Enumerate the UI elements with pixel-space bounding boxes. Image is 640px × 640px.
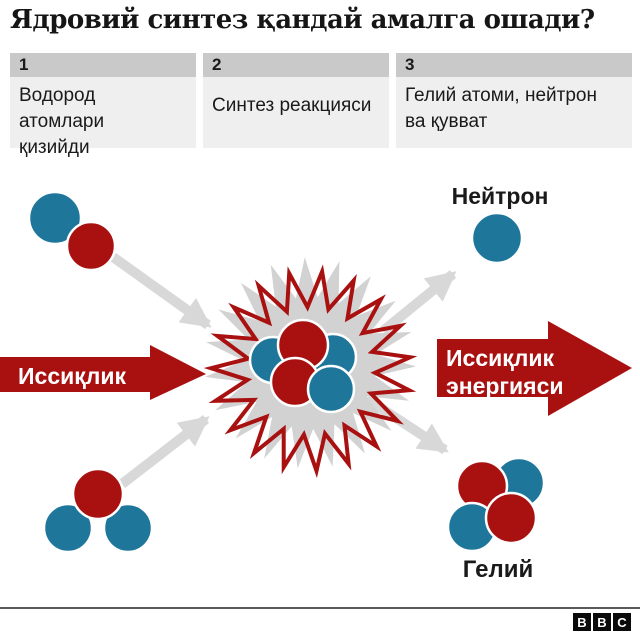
- step-card-2: 2 Синтез реакцияси: [203, 53, 389, 148]
- bbc-logo-letter: B: [573, 613, 591, 631]
- step-body: Гелий атоми, нейтрон ва қувват: [396, 77, 632, 148]
- step-card-1: 1 Водород атомлари қизийди: [10, 53, 196, 158]
- heat-arrow-label: Иссиқлик: [18, 363, 127, 389]
- step-text: Водород атомлари қизийди: [19, 85, 105, 158]
- heat-energy-arrow-label-line2: энергияси: [446, 373, 564, 399]
- hydrogen-atom-red: [65, 220, 117, 272]
- helium-label: Гелий: [463, 556, 534, 583]
- neutron-atom-blue: [470, 211, 524, 265]
- step-number: 1: [10, 53, 196, 77]
- heat-energy-arrow: [437, 321, 632, 416]
- hydrogen-atom-blue: [27, 190, 83, 246]
- page-title: Ядровий синтез қандай амалга ошади?: [10, 5, 595, 35]
- footer-divider: [0, 607, 640, 609]
- hydrogen-atom-blue: [102, 502, 154, 554]
- nucleus-atom-blue: [306, 364, 356, 414]
- heat-energy-arrow-label-line1: Иссиқлик: [446, 345, 555, 371]
- step-number: 2: [203, 53, 389, 77]
- arrow-core-to-helium: [364, 394, 449, 455]
- neutron-label: Нейтрон: [452, 183, 549, 209]
- burst-outline: [203, 264, 418, 479]
- step-body: Синтез реакцияси: [203, 77, 389, 148]
- arrow-top-left-to-core: [110, 252, 212, 330]
- step-number: 3: [396, 53, 632, 77]
- hydrogen-atom-red: [71, 467, 125, 521]
- hydrogen-atom-blue: [42, 502, 94, 554]
- bbc-logo: B B C: [573, 613, 631, 631]
- bbc-logo-letter: C: [613, 613, 631, 631]
- helium-atom-red: [484, 491, 538, 545]
- step-card-3: 3 Гелий атоми, нейтрон ва қувват: [396, 53, 632, 148]
- step-text: Гелий атоми, нейтрон ва қувват: [405, 85, 597, 132]
- step-text: Синтез реакцияси: [212, 95, 372, 116]
- arrow-core-to-neutron: [379, 270, 457, 335]
- heat-arrow: [0, 345, 206, 400]
- step-body: Водород атомлари қизийди: [10, 77, 196, 158]
- arrow-bottom-left-to-core: [118, 415, 210, 488]
- bbc-logo-letter: B: [593, 613, 611, 631]
